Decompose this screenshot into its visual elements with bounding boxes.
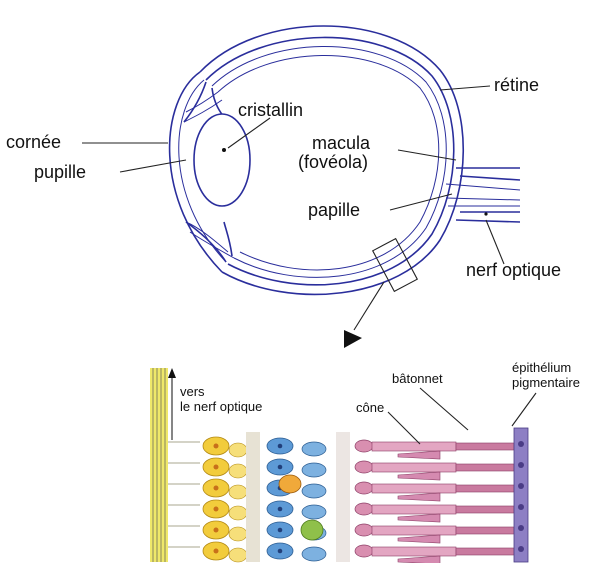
ganglion-nucleus xyxy=(214,486,219,491)
rod-inner-segment xyxy=(372,526,456,535)
bipolar-nucleus xyxy=(278,465,283,470)
cone-segment xyxy=(398,535,440,543)
photoreceptor-nucleus xyxy=(355,440,373,452)
ganglion-nucleus xyxy=(214,507,219,512)
rod-inner-segment xyxy=(372,547,456,556)
ganglion-nucleus xyxy=(214,444,219,449)
amacrine-cell xyxy=(229,464,247,478)
axon-lines xyxy=(168,442,200,547)
photoreceptor-nucleus xyxy=(355,545,373,557)
lens xyxy=(194,114,250,206)
epithelium-nucleus xyxy=(518,525,524,531)
label-cone: cône xyxy=(356,400,384,415)
rod-outer-segment xyxy=(456,485,514,492)
bipolar-nucleus xyxy=(278,444,283,449)
optic-nerve xyxy=(456,168,520,222)
lens-center-dot xyxy=(222,148,226,152)
rod-inner-segment xyxy=(372,442,456,451)
rod-inner-segment xyxy=(372,484,456,493)
cone-segment xyxy=(398,556,440,563)
epithelium-nucleus xyxy=(518,441,524,447)
amacrine-cell xyxy=(229,527,247,541)
label-fovea: (fovéola) xyxy=(298,152,368,172)
amacrine-cell xyxy=(229,548,247,562)
muller-cell xyxy=(301,520,323,540)
label-epithelium-line1: épithélium xyxy=(512,360,571,375)
photoreceptor-nucleus xyxy=(355,482,373,494)
epithelium-nucleus xyxy=(518,462,524,468)
label-optic-nerve: nerf optique xyxy=(466,260,561,280)
bipolar-nucleus xyxy=(278,528,283,533)
label-rod: bâtonnet xyxy=(392,371,443,386)
rod-inner-segment xyxy=(372,505,456,514)
ganglion-nucleus xyxy=(214,549,219,554)
cone-segment xyxy=(398,472,440,480)
optic-nerve-dot xyxy=(484,212,487,215)
label-towards-line1: vers xyxy=(180,384,205,399)
bipolar-cell xyxy=(302,463,326,477)
rod-outer-segment xyxy=(456,443,514,450)
horizontal-cell xyxy=(279,475,301,493)
label-towards-line2: le nerf optique xyxy=(180,399,262,414)
bipolar-cell xyxy=(302,505,326,519)
bipolar-cell xyxy=(302,484,326,498)
bipolar-nucleus xyxy=(278,507,283,512)
rod-outer-segment xyxy=(456,527,514,534)
rod-outer-segment xyxy=(456,464,514,471)
label-macula: macula xyxy=(312,133,371,153)
bipolar-nucleus xyxy=(278,549,283,554)
photoreceptor-layer xyxy=(355,440,514,563)
cone-segment xyxy=(398,451,440,459)
amacrine-cell xyxy=(229,485,247,499)
photoreceptor-nucleus xyxy=(355,461,373,473)
photoreceptor-nucleus xyxy=(355,503,373,515)
nerve-fiber-layer xyxy=(150,368,168,562)
amacrine-cell xyxy=(229,506,247,520)
epithelium-nucleus xyxy=(518,546,524,552)
towards-optic-nerve-arrow xyxy=(168,368,176,440)
label-papilla: papille xyxy=(308,200,360,220)
cone-segment xyxy=(398,514,440,522)
label-lens: cristallin xyxy=(238,100,303,120)
inner-plexiform-layer xyxy=(246,432,260,562)
retina-detail: vers le nerf optique bâtonnet cône épith… xyxy=(150,360,580,563)
outer-plexiform-layer xyxy=(336,432,350,562)
epithelium-nucleus xyxy=(518,483,524,489)
label-retina: rétine xyxy=(494,75,539,95)
photoreceptor-nucleus xyxy=(355,524,373,536)
bipolar-cell xyxy=(302,547,326,561)
bipolar-cell xyxy=(302,442,326,456)
pigment-epithelium xyxy=(514,428,528,562)
label-cornea: cornée xyxy=(6,132,61,152)
ganglion-nucleus xyxy=(214,465,219,470)
ganglion-cell-layer xyxy=(203,437,247,562)
rod-inner-segment xyxy=(372,463,456,472)
label-epithelium-line2: pigmentaire xyxy=(512,375,580,390)
epithelium-band xyxy=(514,428,528,562)
zoom-arrowhead xyxy=(344,330,362,348)
rod-outer-segment xyxy=(456,548,514,555)
label-pupil: pupille xyxy=(34,162,86,182)
rod-outer-segment xyxy=(456,506,514,513)
amacrine-cell xyxy=(229,443,247,457)
bipolar-cell-layer xyxy=(267,438,326,561)
epithelium-nucleus xyxy=(518,504,524,510)
cone-segment xyxy=(398,493,440,501)
ganglion-nucleus xyxy=(214,528,219,533)
